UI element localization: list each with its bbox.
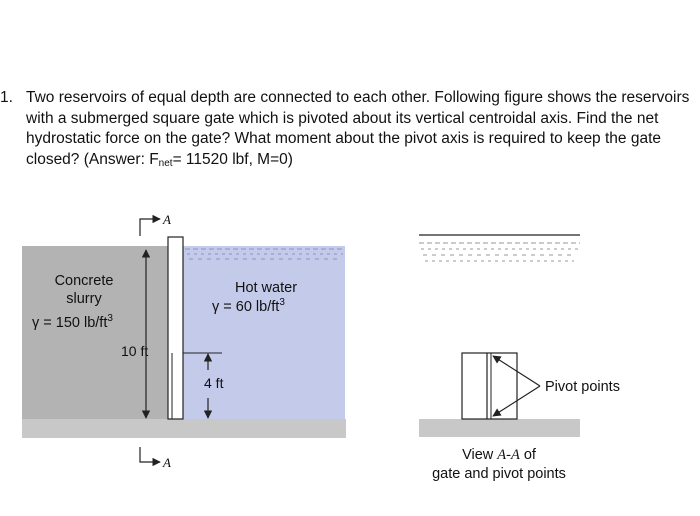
gate-wall <box>167 236 184 420</box>
problem-body-text: Two reservoirs of equal depth are connec… <box>26 89 690 168</box>
problem-text: Two reservoirs of equal depth are connec… <box>26 88 690 170</box>
slurry-gamma: γ = 150 lb/ft3 <box>32 313 113 331</box>
view-caption-line1: View A-A of <box>462 447 537 463</box>
water-gamma: γ = 60 lb/ft3 <box>212 297 285 315</box>
water-gamma-exponent: 3 <box>279 297 285 308</box>
view-caption-prefix: View <box>462 447 497 463</box>
pivot-arrow-bottom <box>492 385 541 417</box>
view-caption-line2: gate and pivot points <box>432 466 566 482</box>
pivot-arrow-top <box>492 355 541 387</box>
view-caption-suffix: of <box>520 447 537 463</box>
problem-number: 1. <box>0 89 13 106</box>
water-gamma-value: γ = 60 lb/ft <box>212 299 279 315</box>
view-caption-section: A-A <box>496 447 520 463</box>
problem-statement: 1. Two reservoirs of equal depth are con… <box>0 88 690 170</box>
slurry-gamma-exponent: 3 <box>107 313 113 324</box>
view-surface-marks <box>419 242 580 262</box>
water-name: Hot water <box>235 280 297 296</box>
water-surface-marks <box>185 248 343 260</box>
pivot-label: Pivot points <box>545 379 620 395</box>
view-ground <box>419 419 580 437</box>
section-marker-bottom <box>139 447 161 467</box>
section-label-top: A <box>162 212 171 227</box>
water-region <box>183 246 345 419</box>
slurry-gamma-value: γ = 150 lb/ft <box>32 315 107 331</box>
gate-size-label: 4 ft <box>204 375 224 391</box>
slurry-name-line1: Concrete <box>55 273 114 289</box>
view-gate <box>461 352 518 420</box>
section-label-bottom: A <box>162 455 171 470</box>
section-marker-top <box>139 214 161 236</box>
depth-label: 10 ft <box>121 343 148 359</box>
answer-tail: = 11520 lbf, M=0) <box>172 150 293 168</box>
slurry-name-line2: slurry <box>66 291 102 307</box>
answer-subscript: net <box>158 157 173 169</box>
ground <box>22 419 346 438</box>
